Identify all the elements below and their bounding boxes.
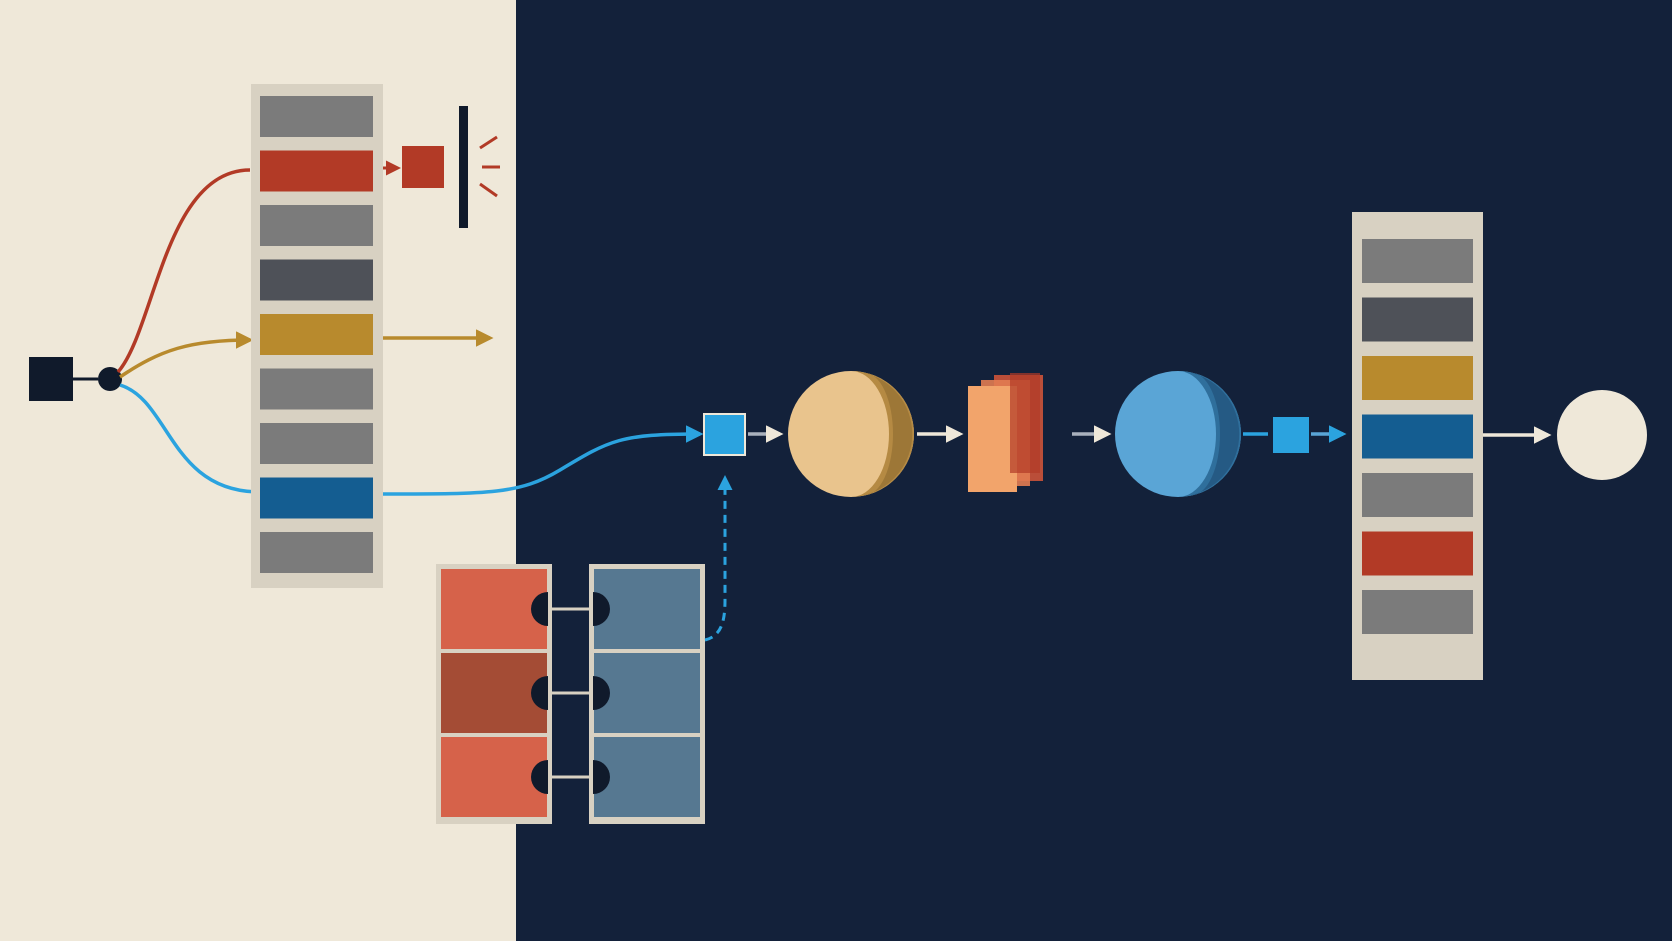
red-signal-square bbox=[402, 146, 444, 188]
memory-left-socket-0 bbox=[531, 592, 548, 626]
sand-sphere-icon bbox=[788, 371, 914, 497]
left-stack-slot-2 bbox=[260, 205, 373, 246]
encode-square-icon bbox=[1273, 417, 1309, 453]
memory-dashed-link bbox=[704, 475, 733, 642]
left-stack-slot-7 bbox=[260, 477, 373, 519]
right-stack-slot-3 bbox=[1362, 414, 1473, 459]
memory-left-socket-2 bbox=[531, 760, 548, 794]
memory-value-1 bbox=[594, 653, 700, 733]
right-stack-slot-1 bbox=[1362, 297, 1473, 342]
layered-prism-icon bbox=[968, 373, 1043, 492]
blue-pipeline-curve bbox=[382, 425, 704, 496]
input-square-icon bbox=[29, 357, 73, 401]
memory-right-socket-0 bbox=[593, 592, 610, 626]
memory-value-2 bbox=[594, 737, 700, 817]
memory-key-2 bbox=[441, 737, 547, 817]
left-stack-slot-5 bbox=[260, 368, 373, 410]
output-circle-icon bbox=[1557, 390, 1647, 480]
blue-branch-curve bbox=[119, 383, 261, 494]
memory-right-socket-1 bbox=[593, 676, 610, 710]
left-stack-slot-8 bbox=[260, 532, 373, 573]
spark-bottom bbox=[479, 182, 498, 198]
right-stack-slot-6 bbox=[1362, 590, 1473, 634]
right-stack-slot-0 bbox=[1362, 239, 1473, 283]
blue-sphere-icon bbox=[1115, 371, 1241, 497]
red-branch-curve bbox=[116, 168, 251, 374]
blocking-wall bbox=[459, 106, 468, 228]
left-stack bbox=[260, 96, 373, 573]
left-stack-slot-3 bbox=[260, 259, 373, 301]
merge-square-icon bbox=[703, 413, 746, 456]
memory-key-1 bbox=[441, 653, 547, 733]
mustard-branch-curve bbox=[119, 331, 254, 379]
left-stack-slot-4 bbox=[260, 314, 373, 355]
right-stack bbox=[1362, 239, 1473, 634]
right-stack-slot-2 bbox=[1362, 356, 1473, 400]
left-stack-slot-6 bbox=[260, 423, 373, 464]
left-stack-slot-0 bbox=[260, 96, 373, 137]
right-stack-slot-5 bbox=[1362, 531, 1473, 576]
memory-left-socket-1 bbox=[531, 676, 548, 710]
spark-top bbox=[479, 135, 498, 150]
memory-right-socket-2 bbox=[593, 760, 610, 794]
memory-value-0 bbox=[594, 569, 700, 649]
left-stack-slot-1 bbox=[260, 150, 373, 192]
memory-pairs bbox=[441, 569, 700, 817]
fork-junction-icon bbox=[98, 367, 122, 391]
right-stack-slot-4 bbox=[1362, 473, 1473, 517]
memory-key-0 bbox=[441, 569, 547, 649]
